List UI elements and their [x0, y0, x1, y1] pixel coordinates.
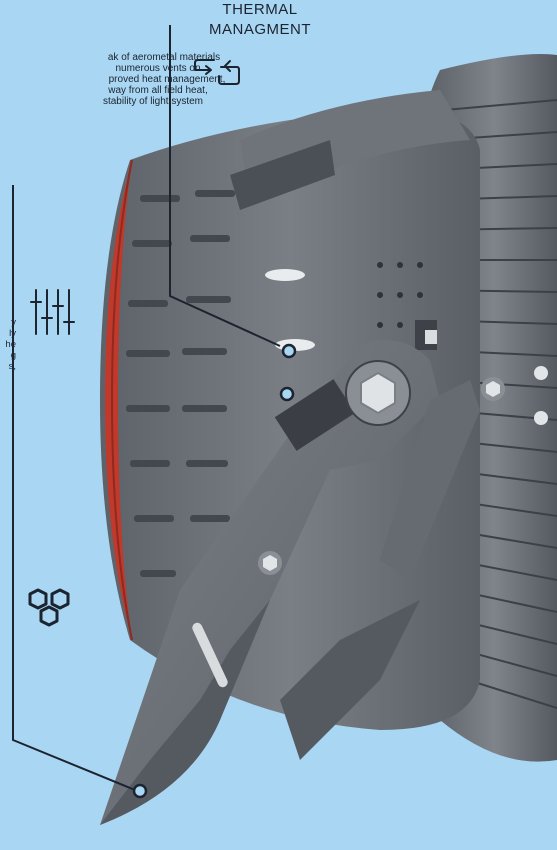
mounting-bracket — [100, 340, 548, 825]
hexagons-icon — [28, 588, 70, 627]
section-title: THERMAL MANAGMENT — [205, 0, 315, 40]
callout-dot-material[interactable] — [132, 783, 148, 799]
desc-line: ak of aerometal materials — [107, 52, 221, 63]
title-line-1: THERMAL — [222, 1, 298, 18]
desc-line: stability of light system — [102, 96, 204, 107]
title-line-2: MANAGMENT — [209, 21, 311, 38]
callout-dot-sliders[interactable] — [279, 386, 295, 402]
callout-lines — [12, 25, 281, 791]
desc-line: proved heat management, — [108, 74, 226, 85]
sliders-icon — [30, 289, 75, 335]
thermal-description: ak of aerometal materials numerous vents… — [0, 52, 288, 107]
desc-line: numerous vents on — [115, 63, 201, 74]
desc-line: way from all field heat, — [108, 85, 208, 96]
swap-arrows-icon — [194, 59, 240, 85]
red-lens-rim — [105, 160, 132, 640]
callout-dot-thermal[interactable] — [281, 343, 297, 359]
fragment-line: he — [5, 339, 16, 350]
